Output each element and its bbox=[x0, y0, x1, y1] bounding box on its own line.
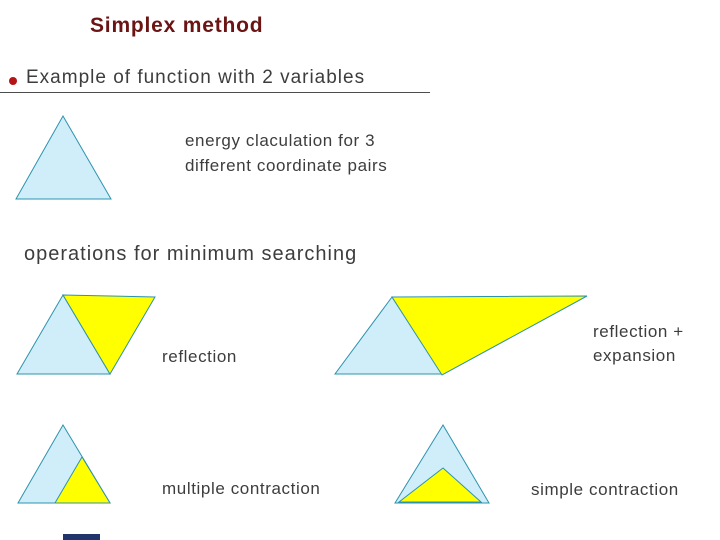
reflection-reflected-triangle bbox=[62, 294, 156, 375]
section-heading: operations for minimum searching bbox=[24, 243, 358, 265]
reflection-expansion-label-line2: expansion bbox=[593, 346, 676, 365]
figure-caption-line1: energy claculation for 3 bbox=[185, 131, 376, 150]
multiple-contraction-label: multiple contraction bbox=[162, 479, 321, 498]
reflection-expansion-label-line1: reflection + bbox=[593, 322, 684, 341]
simple-contraction-label: simple contraction bbox=[531, 480, 679, 499]
heading-underline bbox=[0, 92, 430, 93]
slide-title: Simplex method bbox=[90, 14, 264, 37]
simple-contraction-contracted-triangle bbox=[397, 467, 483, 503]
multiple-contraction-contracted-triangle bbox=[54, 456, 111, 504]
bottom-decoration-bar bbox=[63, 534, 100, 540]
figure-caption-line2: different coordinate pairs bbox=[185, 156, 388, 175]
simple-contraction-original-triangle bbox=[394, 424, 490, 504]
bullet-dot bbox=[9, 77, 17, 85]
reflection-label: reflection bbox=[162, 347, 237, 366]
figure-caption: energy claculation for 3 different coord… bbox=[185, 128, 387, 178]
expansion-expanded-triangle bbox=[391, 295, 588, 376]
bullet-item-text: Example of function with 2 variables bbox=[26, 67, 366, 88]
example-simplex-triangle bbox=[15, 114, 112, 200]
reflection-expansion-label: reflection + expansion bbox=[593, 320, 684, 368]
